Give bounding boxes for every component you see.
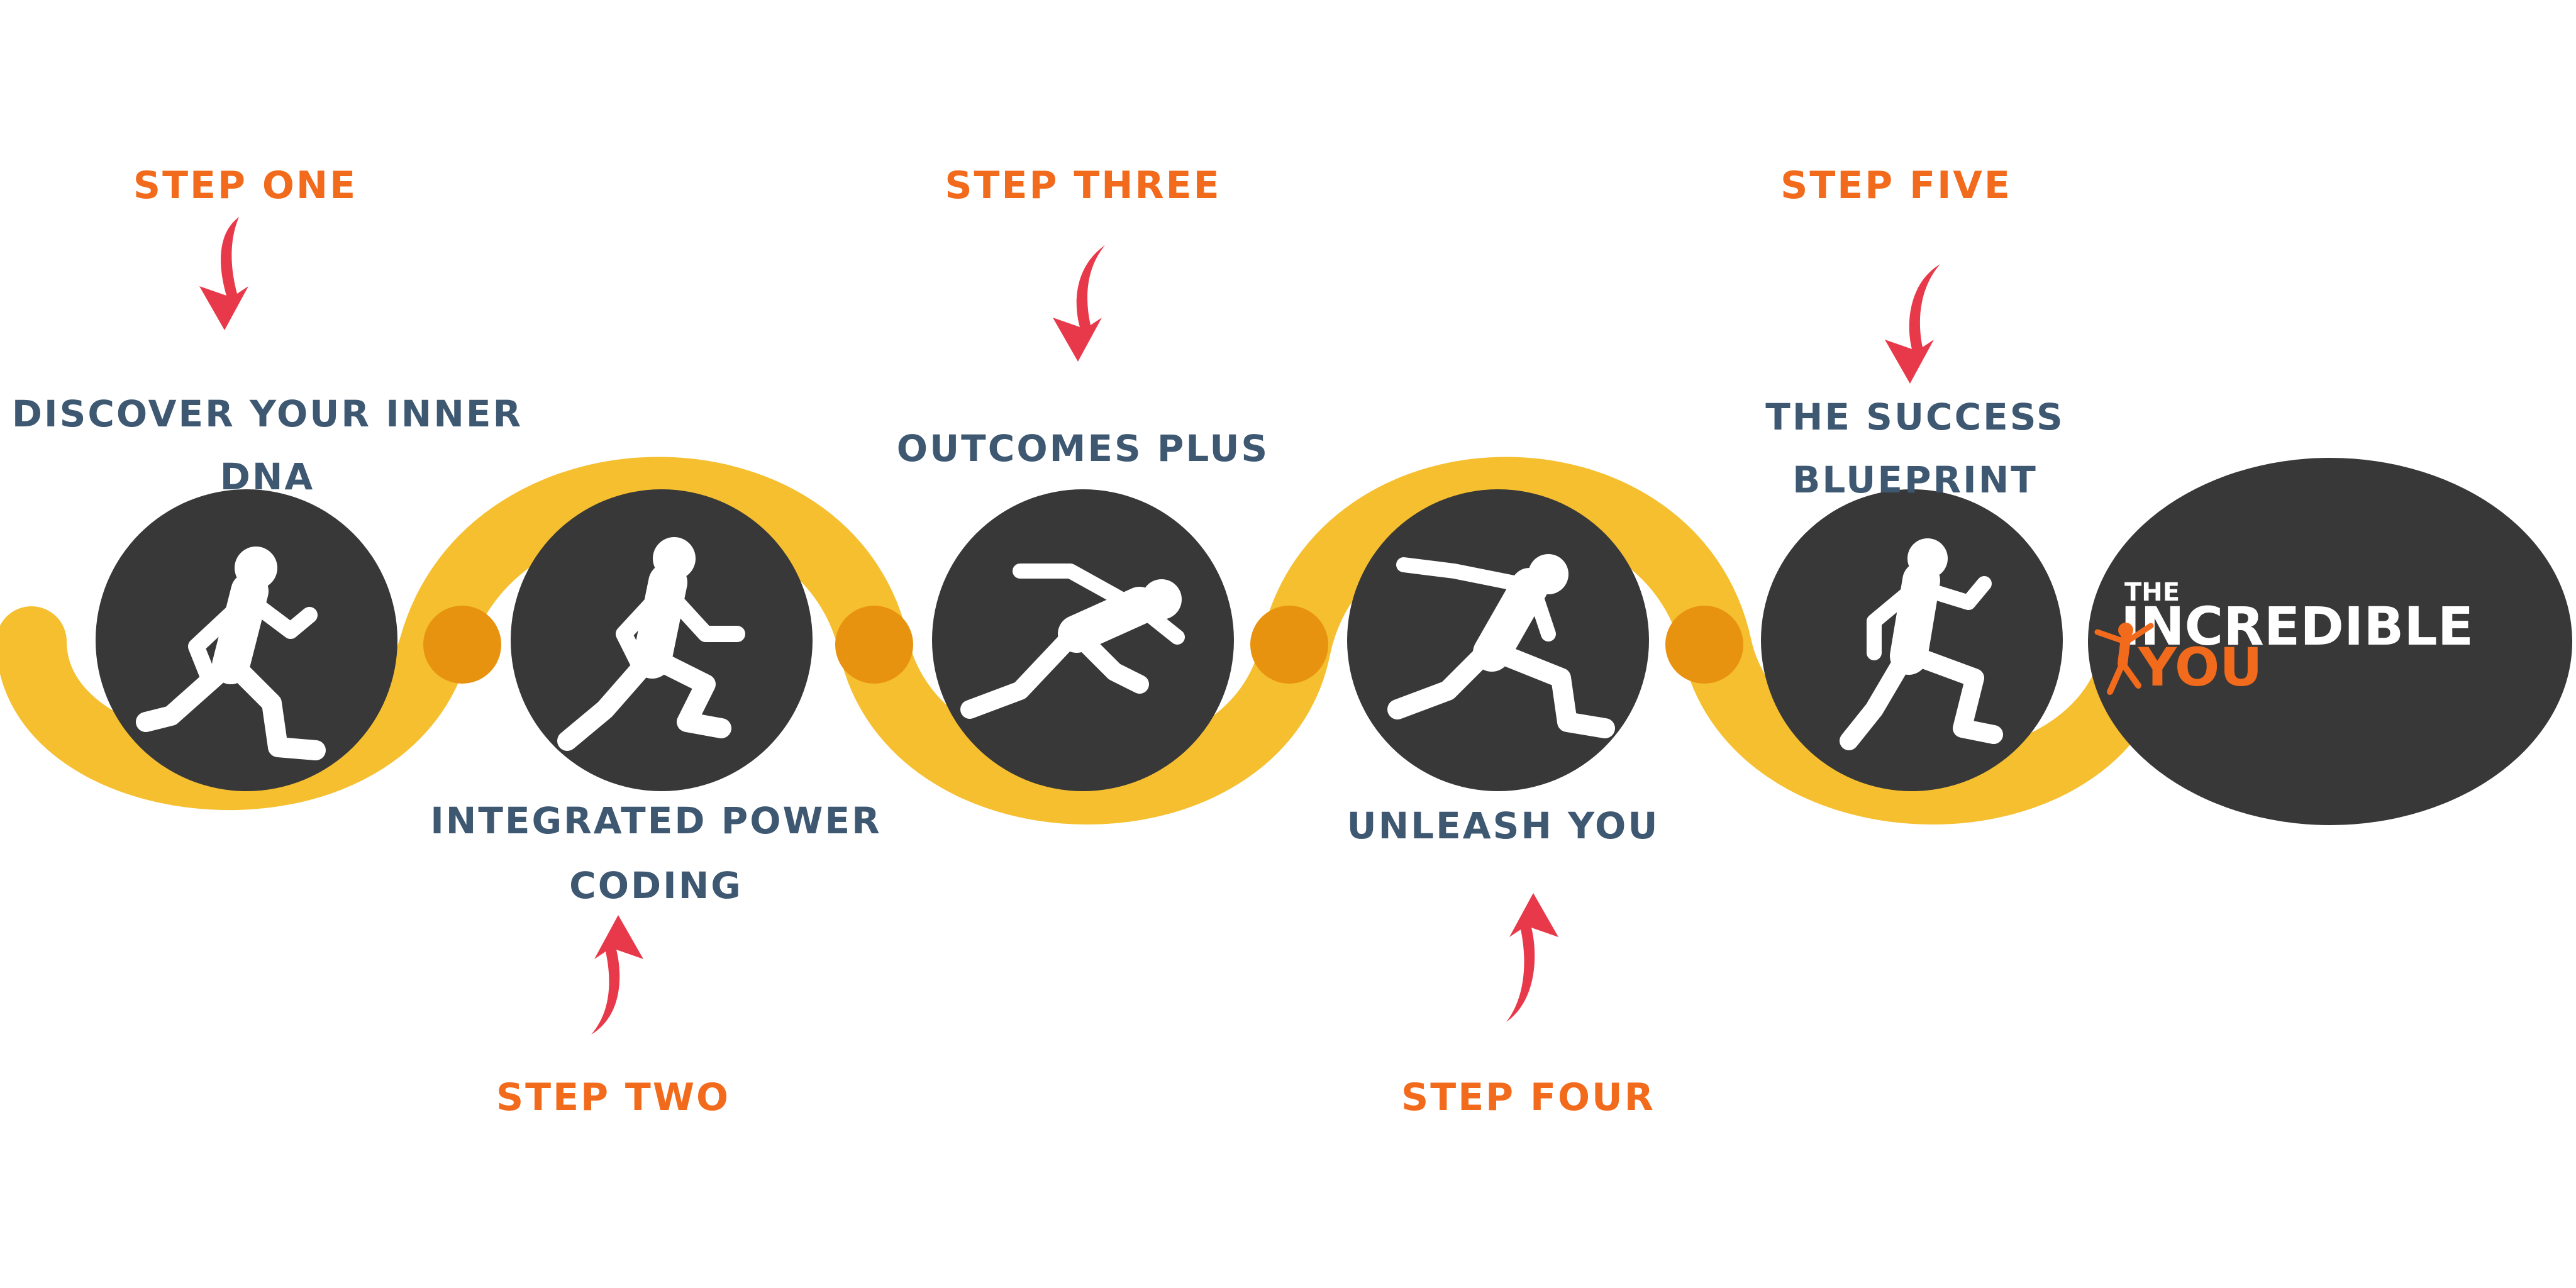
step-one-label: STEP ONE: [133, 164, 357, 208]
step-two-title-line2: CODING: [569, 864, 743, 907]
arrow-down-icon: [1053, 245, 1105, 362]
logo-circle: [2088, 458, 2572, 825]
arrow-up-icon: [1506, 893, 1558, 1022]
track-joint: [1250, 606, 1328, 684]
step-two-title-line1: INTEGRATED POWER: [430, 799, 882, 842]
step-three-title-line1: OUTCOMES PLUS: [897, 427, 1269, 470]
brand-logo: THE INCREDIBLE YOU: [2094, 578, 2473, 698]
step-one-title-line1: DISCOVER YOUR INNER: [12, 392, 523, 435]
step-five-label: STEP FIVE: [1780, 164, 2012, 208]
logo-incredible: INCREDIBLE: [2121, 596, 2473, 657]
running-figure-icon: [136, 547, 326, 760]
step-three-label: STEP THREE: [945, 164, 1221, 208]
arrow-down-icon: [1885, 264, 1940, 384]
step-five-title-line1: THE SUCCESS: [1765, 396, 2064, 438]
track-joint: [423, 606, 501, 684]
step-two-label: STEP TWO: [496, 1075, 730, 1119]
running-figure-icon: [1840, 538, 2003, 750]
step-five-title-line2: BLUEPRINT: [1792, 458, 2038, 501]
arrow-down-icon: [199, 217, 248, 330]
step-one-title-line2: DNA: [220, 455, 315, 498]
lunging-figure-icon: [1387, 554, 1615, 738]
arrow-up-icon: [591, 915, 643, 1035]
logo-you: YOU: [2138, 636, 2262, 698]
track-joint: [835, 606, 913, 684]
sprint-start-figure-icon: [960, 564, 1185, 719]
step-four-title-line1: UNLEASH YOU: [1347, 804, 1660, 847]
track-joint: [1665, 606, 1743, 684]
step-four-label: STEP FOUR: [1401, 1075, 1655, 1119]
running-figure-icon: [557, 537, 745, 751]
logo-the: THE: [2124, 578, 2180, 607]
jumping-figure-icon: [2094, 623, 2154, 695]
